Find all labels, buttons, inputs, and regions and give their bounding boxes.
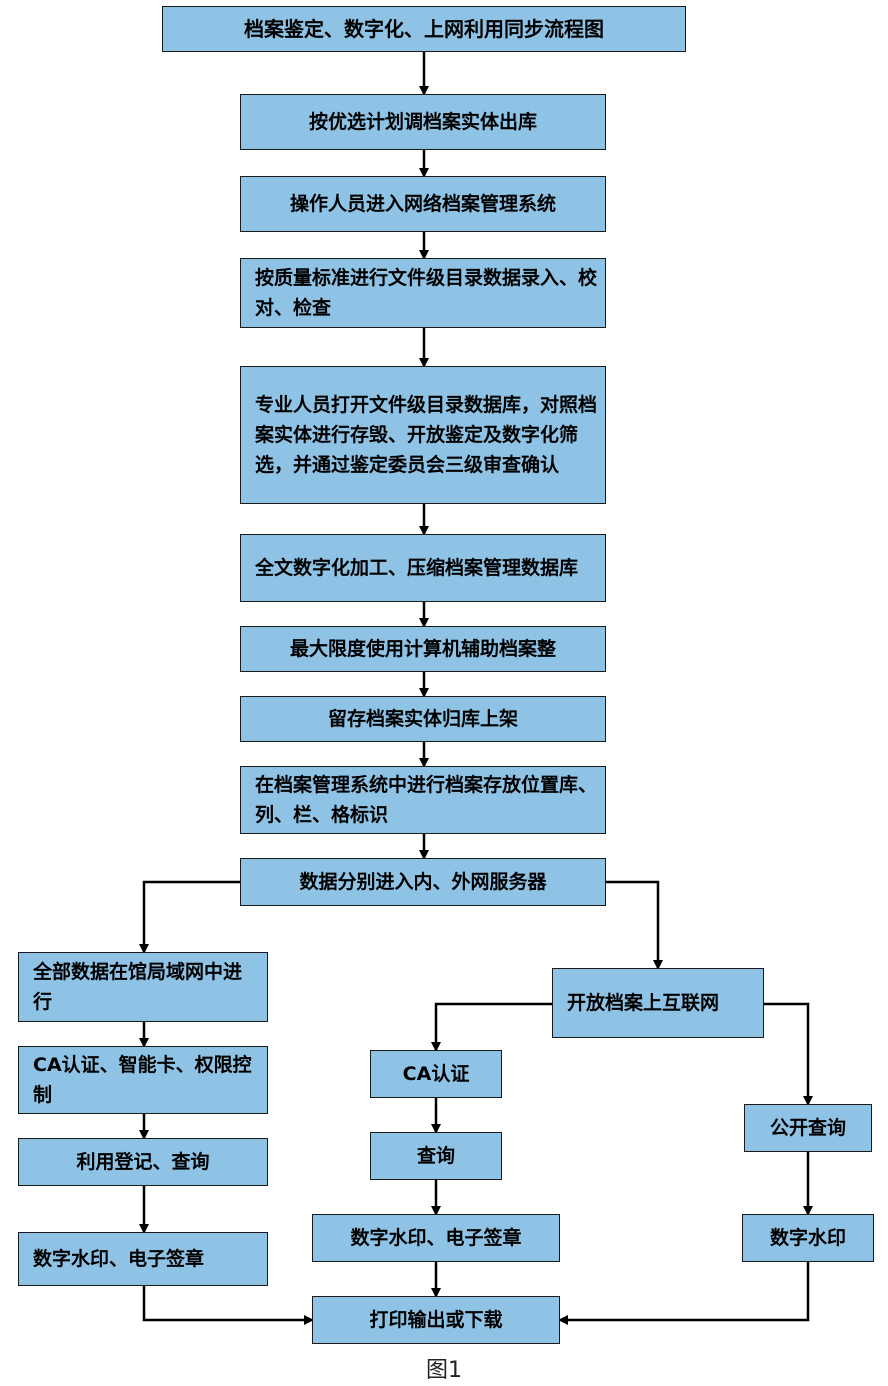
step-location-marking-text: 在档案管理系统中进行档案存放位置库、列、栏、格标识 (255, 774, 598, 826)
left-register-query-text: 利用登记、查询 (76, 1151, 210, 1173)
arrow-left4-to-final (142, 1286, 314, 1325)
right-open-internet-text: 开放档案上互联网 (567, 992, 720, 1014)
left-lan-data-text: 全部数据在馆局域网中进行 (33, 961, 243, 1013)
right-query: 查询 (370, 1132, 502, 1180)
right-watermark-text: 数字水印 (769, 1227, 846, 1249)
figure-caption: 图1 (426, 1358, 462, 1383)
right-public-query-text: 公开查询 (769, 1117, 846, 1139)
step-catalog-entry-text: 按质量标准进行文件级目录数据录入、校对、检查 (255, 267, 598, 319)
step-digitization: 全文数字化加工、压缩档案管理数据库 (240, 534, 606, 602)
step-return-shelf: 留存档案实体归库上架 (240, 696, 606, 742)
flow-title-text: 档案鉴定、数字化、上网利用同步流程图 (244, 17, 604, 41)
step-computer-assist: 最大限度使用计算机辅助档案整 (240, 626, 606, 672)
step-return-shelf-text: 留存档案实体归库上架 (327, 708, 518, 730)
step-data-servers: 数据分别进入内、外网服务器 (240, 858, 606, 906)
right-public-query: 公开查询 (744, 1104, 872, 1152)
step-appraisal-review: 专业人员打开文件级目录数据库，对照档案实体进行存毁、开放鉴定及数字化筛选，并通过… (240, 366, 606, 504)
arrow-split-right (606, 880, 663, 970)
step-enter-system: 操作人员进入网络档案管理系统 (240, 176, 606, 232)
step-data-servers-text: 数据分别进入内、外网服务器 (299, 871, 547, 893)
right-open-internet: 开放档案上互联网 (552, 968, 764, 1038)
step-location-marking: 在档案管理系统中进行档案存放位置库、列、栏、格标识 (240, 766, 606, 834)
final-print-download: 打印输出或下载 (312, 1296, 560, 1344)
step-appraisal-review-text: 专业人员打开文件级目录数据库，对照档案实体进行存毁、开放鉴定及数字化筛选，并通过… (255, 394, 598, 476)
flow-title: 档案鉴定、数字化、上网利用同步流程图 (162, 6, 686, 52)
final-print-download-text: 打印输出或下载 (369, 1309, 503, 1331)
right-ca-auth-text: CA认证 (402, 1063, 470, 1085)
right-watermark-signature-text: 数字水印、电子签章 (350, 1227, 522, 1249)
left-watermark-signature-text: 数字水印、电子签章 (33, 1248, 205, 1270)
left-ca-auth-text: CA认证、智能卡、权限控制 (33, 1054, 252, 1106)
right-watermark: 数字水印 (742, 1214, 874, 1262)
right-watermark-signature: 数字水印、电子签章 (312, 1214, 560, 1262)
step-digitization-text: 全文数字化加工、压缩档案管理数据库 (255, 557, 579, 579)
step-enter-system-text: 操作人员进入网络档案管理系统 (289, 193, 556, 215)
step-computer-assist-text: 最大限度使用计算机辅助档案整 (289, 638, 556, 660)
arrow-head-to-ca (431, 1002, 552, 1052)
arrow-farright-to-final (558, 1262, 810, 1325)
left-register-query: 利用登记、查询 (18, 1138, 268, 1186)
right-ca-auth: CA认证 (370, 1050, 502, 1098)
step-retrieve-archives: 按优选计划调档案实体出库 (240, 94, 606, 150)
left-ca-auth: CA认证、智能卡、权限控制 (18, 1046, 268, 1114)
right-query-text: 查询 (416, 1145, 455, 1167)
arrow-head-to-public (764, 1002, 813, 1106)
left-watermark-signature: 数字水印、电子签章 (18, 1232, 268, 1286)
step-retrieve-archives-text: 按优选计划调档案实体出库 (308, 111, 537, 133)
step-catalog-entry: 按质量标准进行文件级目录数据录入、校对、检查 (240, 258, 606, 328)
left-lan-data: 全部数据在馆局域网中进行 (18, 952, 268, 1022)
arrow-split-left (139, 880, 242, 954)
